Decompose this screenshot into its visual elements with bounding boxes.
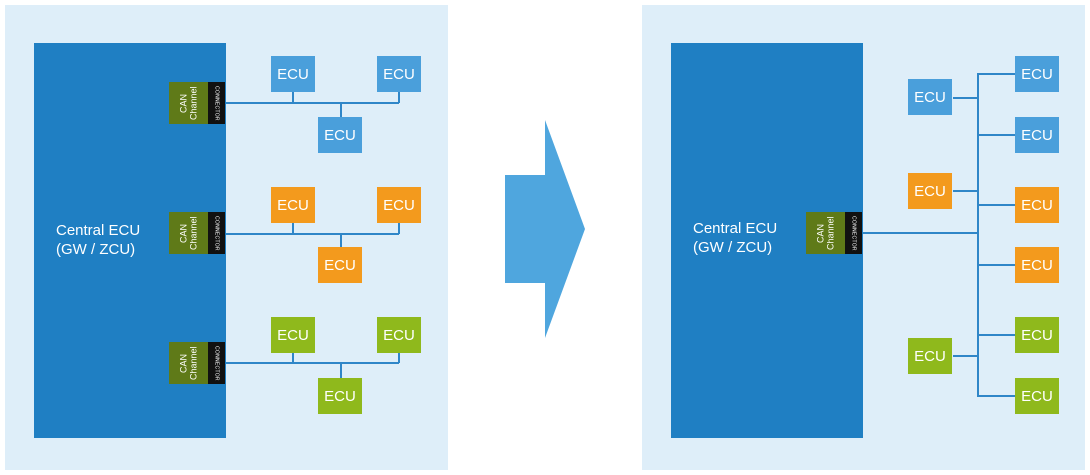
can-channel-label: CAN Channel (169, 212, 208, 254)
left-central-ecu-sublabel: (GW / ZCU) (56, 241, 136, 258)
ecu-box: ECU (908, 79, 952, 115)
bus-line (340, 362, 342, 378)
left-can-channel-3: CAN Channel CONNECTOR (169, 342, 225, 384)
bus-line (292, 92, 294, 103)
ecu-box: ECU (1015, 187, 1059, 223)
left-can-channel-1: CAN Channel CONNECTOR (169, 82, 225, 124)
connector-label: CONNECTOR (208, 82, 225, 124)
bus-line (977, 395, 1015, 397)
ecu-box: ECU (1015, 117, 1059, 153)
ecu-box: ECU (318, 247, 362, 283)
left-can-channel-2: CAN Channel CONNECTOR (169, 212, 225, 254)
can-channel-label: CAN Channel (169, 82, 208, 124)
ecu-box: ECU (1015, 378, 1059, 414)
bus-line (977, 334, 1015, 336)
bus-line (340, 233, 342, 247)
bus-line (398, 92, 400, 103)
bus-line (977, 73, 1015, 75)
bus-line (398, 352, 400, 363)
bus-line (340, 102, 342, 117)
can-channel-label: CAN Channel (169, 342, 208, 384)
bus-line (292, 352, 294, 363)
bus-line (292, 222, 294, 234)
ecu-box: ECU (1015, 56, 1059, 92)
right-central-ecu-sublabel: (GW / ZCU) (693, 239, 773, 256)
bus-line (977, 73, 979, 397)
bus-line (953, 97, 978, 99)
bus-line (953, 190, 978, 192)
right-central-ecu-label: Central ECU (693, 220, 778, 237)
bus-line (226, 102, 399, 104)
ecu-box: ECU (1015, 317, 1059, 353)
bus-line (863, 232, 978, 234)
ecu-box: ECU (271, 317, 315, 353)
left-central-ecu-label: Central ECU (56, 222, 141, 239)
ecu-box: ECU (271, 187, 315, 223)
ecu-box: ECU (908, 173, 952, 209)
bus-line (226, 233, 399, 235)
ecu-box: ECU (377, 187, 421, 223)
ecu-box: ECU (1015, 247, 1059, 283)
connector-label: CONNECTOR (845, 212, 862, 254)
ecu-box: ECU (271, 56, 315, 92)
bus-line (226, 362, 399, 364)
bus-line (977, 134, 1015, 136)
can-channel-label: CAN Channel (806, 212, 845, 254)
connector-label: CONNECTOR (208, 212, 225, 254)
right-can-channel: CAN Channel CONNECTOR (806, 212, 862, 254)
ecu-box: ECU (908, 338, 952, 374)
connector-label: CONNECTOR (208, 342, 225, 384)
ecu-box: ECU (318, 117, 362, 153)
ecu-box: ECU (377, 317, 421, 353)
ecu-box: ECU (318, 378, 362, 414)
arrow-right-icon (505, 120, 585, 338)
bus-line (398, 222, 400, 234)
bus-line (953, 355, 978, 357)
ecu-box: ECU (377, 56, 421, 92)
bus-line (977, 204, 1015, 206)
bus-line (977, 264, 1015, 266)
